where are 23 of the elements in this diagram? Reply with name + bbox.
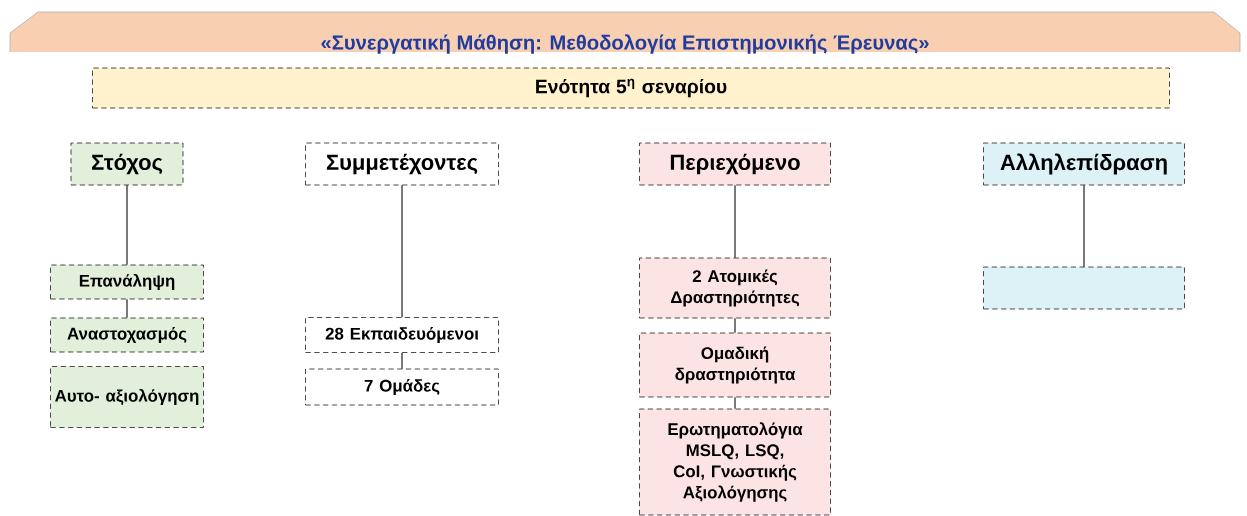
title-banner: «Συνεργατική Μάθηση: Μεθοδολογία Επιστημονικής Έρευνας»: [9, 11, 1241, 54]
item-box: 7 Ομάδες: [305, 368, 499, 406]
connector-line: [1083, 184, 1085, 268]
connector-line: [126, 184, 128, 266]
item-box: 28 Εκπαιδευόμενοι: [305, 317, 499, 353]
connector-line: [126, 298, 128, 319]
item-box: Ερωτηματολόγια MSLQ, LSQ, CoI, Γνωστικής Αξιολόγησης: [639, 408, 831, 516]
category-box: Συμμετέχοντες: [305, 142, 499, 186]
connector-line: [734, 317, 736, 334]
connector-line: [734, 184, 736, 259]
section-band: Ενότητα 5$^{η}$ σεναρίου: [92, 67, 1170, 109]
connector-line: [401, 352, 403, 370]
item-box: Αναστοχασμός: [50, 317, 204, 353]
category-box: Αλληλεπίδραση: [983, 142, 1185, 186]
connector-line: [734, 396, 736, 410]
item-box: 2 Ατομικές Δραστηριότητες: [639, 257, 831, 319]
item-box: Επανάληψη: [50, 264, 204, 300]
item-box: Αυτο- αξιολόγηση: [50, 366, 204, 428]
category-box: Στόχος: [70, 142, 184, 186]
item-box: [983, 266, 1185, 310]
category-box: Περιεχόμενο: [639, 142, 831, 186]
connector-line: [401, 184, 403, 318]
item-box: Ομαδική δραστηριότητα: [639, 332, 831, 398]
